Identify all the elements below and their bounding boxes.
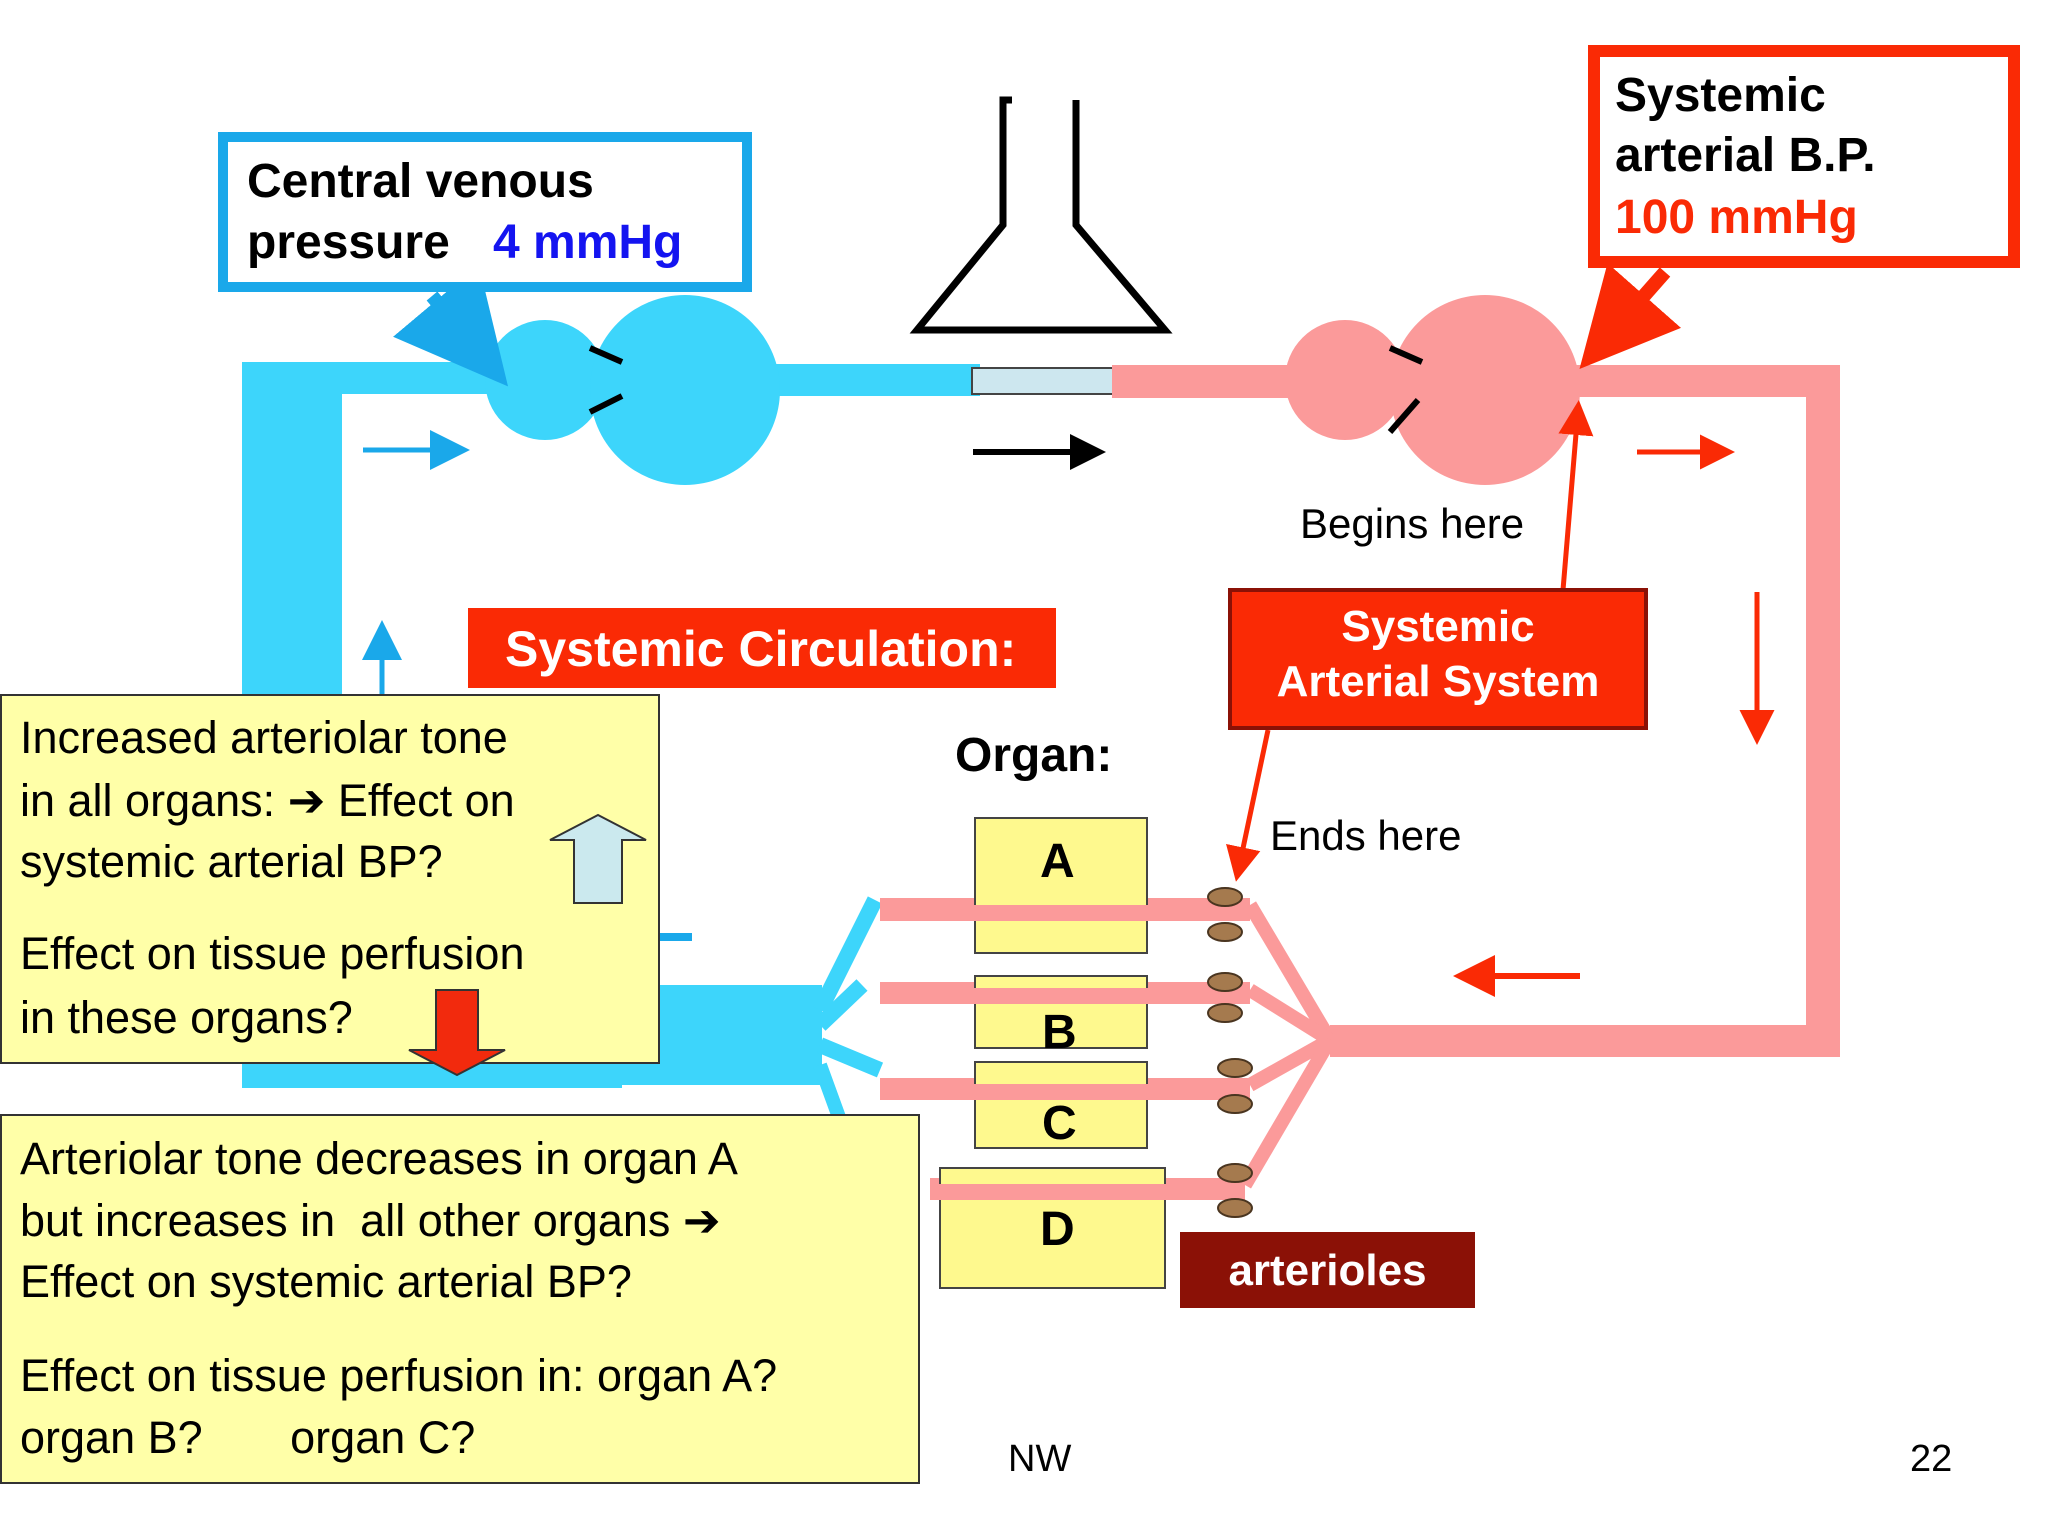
page-title: Systemic Circulation: [505,621,1017,677]
question1-line4: Effect on tissue perfusion [20,928,525,979]
right-atrium [485,320,605,440]
organ-c-label: C [1042,1097,1077,1150]
sabp-line2: arterial B.P. [1615,129,1876,182]
organ-d-label: D [1040,1203,1075,1256]
organ-a-box [974,817,1148,954]
artery-branch-b [1246,984,1334,1046]
organs [880,817,1250,1289]
left-atrium [1285,320,1405,440]
cvp-label-line1: Central venous [247,155,594,208]
sabp-value: 100 mmHg [1615,191,1858,244]
mitral-valve-lower [1387,398,1421,434]
organ-c-box [974,1061,1148,1149]
question2-line3: Effect on systemic arterial BP? [20,1256,632,1307]
question2-line4: Effect on tissue perfusion in: organ A? [20,1350,778,1401]
cvp-label-line2: pressure [247,216,450,269]
arterial-system-line2: Arterial System [1276,657,1600,706]
arterioles-badge [1180,1232,1475,1308]
arterioles-label: arterioles [1228,1246,1427,1295]
question1-line3: systemic arterial BP? [20,836,443,887]
question-box-1 [0,694,660,1064]
left-ventricle [1390,295,1580,485]
left-heart-inflow [1112,365,1302,398]
begins-pointer-arrow [1558,400,1594,591]
begins-here-label: Begins here [1300,500,1525,547]
arterial-circuit [880,295,1840,1194]
cvp-box [218,132,752,292]
sabp-box [1588,45,2020,268]
pulmonary-connector [971,367,1115,395]
aorta-right [1806,365,1840,1057]
capillary-b-over [880,988,1250,1004]
organ-b-label: B [1042,1006,1077,1059]
question1-line5: in these organs? [20,992,353,1043]
arterial-system-box [1228,588,1648,730]
mitral-valve-upper [1388,345,1424,365]
footer-author: NW [1008,1438,1072,1480]
cvp-pointer-arrow [393,264,509,387]
capillary-d-over [930,1184,1245,1200]
question-box-2 [0,1114,920,1484]
capillary-a-over [880,905,1250,921]
question2-line2: but increases in all other organs ➔ [20,1195,721,1246]
aorta-bottom [1330,1025,1840,1057]
tricuspid-valve-upper [588,345,624,365]
vein-branch-1 [812,896,883,1014]
aorta-top [1560,365,1838,397]
lungs-icon [909,96,1173,334]
ends-here-label: Ends here [1270,812,1462,859]
vein-branch-4 [813,1062,847,1123]
capillary-c-over [880,1084,1250,1100]
artery-branch-c [1246,1033,1334,1092]
sabp-pointer-arrow [1579,263,1682,370]
organ-heading: Organ: [955,729,1113,782]
tricuspid-valve-lower [588,393,624,415]
sabp-line1: Systemic [1615,69,1826,122]
vein-branch-3 [816,1037,884,1078]
venous-bottom-thin [242,1062,622,1088]
question1-line1: Increased arteriolar tone [20,712,508,763]
question2-line1: Arteriolar tone decreases in organ A [20,1133,738,1184]
vein-branch-2 [814,979,868,1031]
venous-top-vessel [242,362,512,394]
artery-branch-a [1243,901,1337,1044]
arterial-system-line1: Systemic [1341,602,1535,651]
ends-pointer-arrow [1226,729,1271,882]
right-ventricle [590,295,780,485]
cvp-value: 4 mmHg [493,216,683,269]
blue-flow-arrow-stub [660,933,692,941]
arteriole-sphincters [1207,887,1253,1218]
title-banner [468,608,1056,688]
page-number: 22 [1910,1438,1953,1480]
question2-line5: organ B? organ C? [20,1412,476,1463]
organ-a-label: A [1040,835,1075,888]
question1-line2: in all organs: ➔ Effect on [20,775,515,826]
artery-branch-d [1238,1036,1337,1189]
right-heart-outflow [770,364,980,396]
